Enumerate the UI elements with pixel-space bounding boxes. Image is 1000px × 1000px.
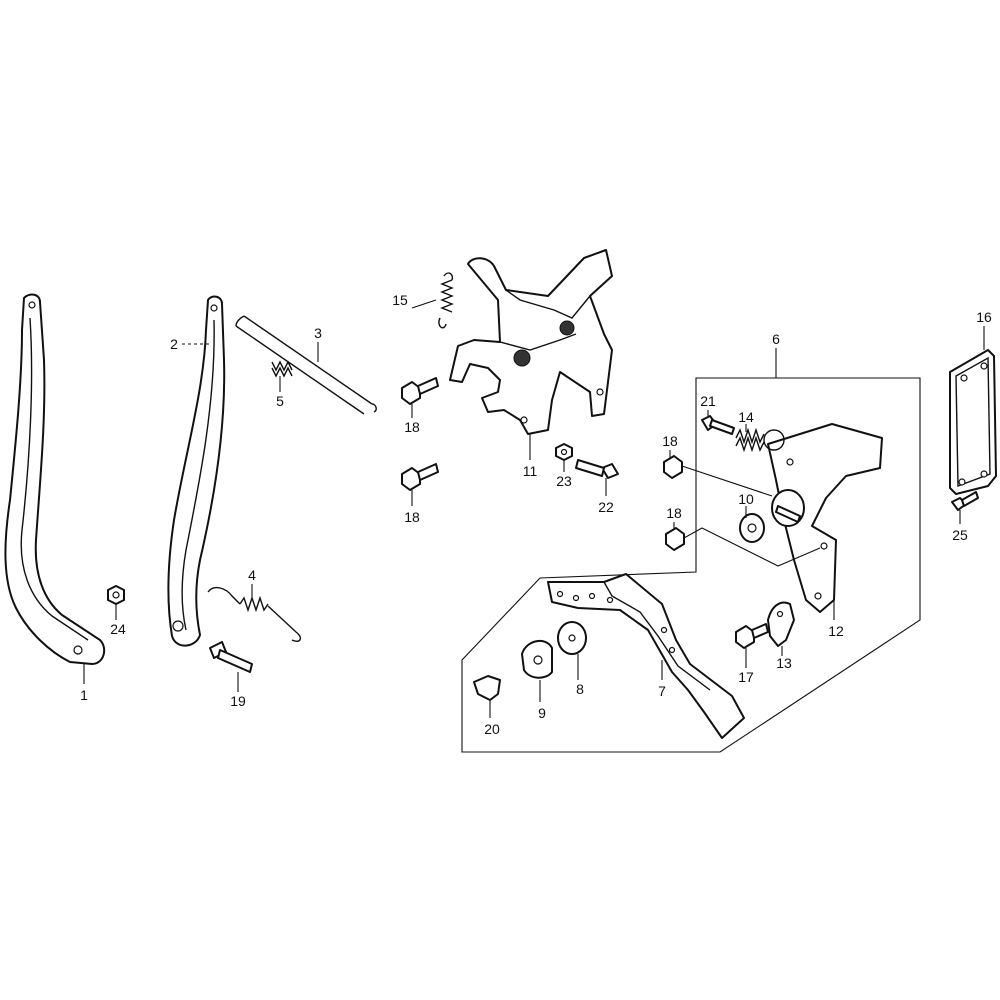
- callout-22: 22: [598, 499, 614, 515]
- part-21-bolt: [701, 415, 735, 435]
- callout-11: 11: [523, 463, 538, 479]
- callout-12: 12: [828, 623, 844, 639]
- part-23-nut: [555, 443, 573, 461]
- part-6-assembly-outline: [461, 348, 921, 753]
- part-14-spring: [735, 427, 765, 453]
- part-1-handle-arm: [4, 293, 106, 665]
- callout-18-d: 18: [666, 505, 682, 521]
- part-10-washer: [739, 513, 765, 543]
- callout-25: 25: [952, 527, 968, 543]
- part-20-wing-nut: [473, 675, 501, 701]
- part-4-tension-spring: [207, 586, 302, 642]
- callout-13: 13: [776, 655, 792, 671]
- callout-7: 7: [658, 683, 666, 699]
- part-12-plate: [763, 423, 883, 613]
- callout-5: 5: [276, 393, 284, 409]
- part-3-control-rod: [235, 315, 377, 415]
- callout-19: 19: [230, 693, 246, 709]
- callout-23: 23: [556, 473, 572, 489]
- callout-10: 10: [738, 491, 754, 507]
- callout-2: 2: [170, 336, 178, 352]
- part-9-cam: [521, 639, 553, 679]
- callout-15: 15: [392, 292, 408, 308]
- part-15-spring: [438, 272, 454, 329]
- part-19-bolt: [209, 641, 253, 673]
- part-7-lever-arm: [547, 573, 745, 739]
- callout-18-a: 18: [404, 419, 420, 435]
- part-18-bolt-c: [663, 455, 773, 497]
- leader-lines: [83, 299, 985, 718]
- part-16-cover-plate: [949, 349, 997, 495]
- callout-17: 17: [738, 669, 754, 685]
- callout-1: 1: [80, 687, 88, 703]
- part-17-bolt: [735, 623, 769, 649]
- callout-4: 4: [248, 567, 256, 583]
- part-8-disc: [557, 621, 587, 655]
- callout-20: 20: [484, 721, 500, 737]
- part-10-stud: [771, 489, 805, 527]
- callout-9: 9: [538, 705, 546, 721]
- part-18-bolt-a: [401, 377, 439, 405]
- callout-8: 8: [576, 681, 584, 697]
- part-18-bolt-d: [665, 527, 821, 567]
- callout-3: 3: [314, 325, 322, 341]
- callout-21: 21: [700, 393, 716, 409]
- part-25-bolt: [951, 491, 979, 511]
- part-5-spring: [271, 360, 293, 378]
- part-24-nut: [107, 585, 125, 605]
- part-13-clip: [767, 601, 795, 647]
- callout-labels: 1 2 3 4 5 6 7 8 9 10 11 12 13 14 15 16 1…: [80, 292, 992, 737]
- callout-6: 6: [772, 331, 780, 347]
- callout-16: 16: [976, 309, 992, 325]
- callout-18-b: 18: [404, 509, 420, 525]
- callout-14: 14: [738, 409, 754, 425]
- part-11-bracket: [449, 249, 613, 435]
- callout-18-c: 18: [662, 433, 678, 449]
- callout-24: 24: [110, 621, 126, 637]
- part-22-bolt: [575, 459, 619, 479]
- part-18-bolt-b: [401, 463, 439, 491]
- part-2-handle-arm: [167, 295, 226, 647]
